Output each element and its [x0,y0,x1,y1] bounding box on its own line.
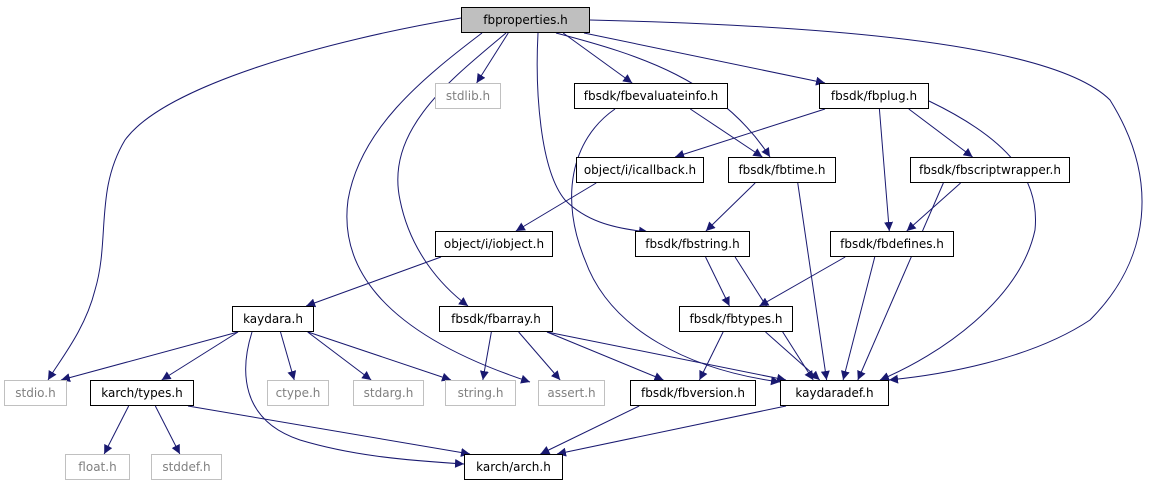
edge-kaydara-to-karchtypes [161,331,239,381]
edge-karchtypes-to-stddef [154,405,181,455]
edge-fbproperties-to-assert [346,32,531,384]
edge-fbarray-to-assert [518,331,561,381]
edge-fbplug-to-fbscriptwrapper [908,108,973,158]
edge-fbproperties-to-stdio [47,17,462,381]
edge-icallback-to-iobject [515,182,597,232]
node-fbplug[interactable]: fbsdk/fbplug.h [819,83,929,109]
edge-fbproperties-to-kaydaradef [589,19,1143,384]
edge-karchtypes-to-float [103,405,130,455]
edge-fbdefines-to-kaydaradef [841,256,876,381]
edge-fbplug-to-icallback [674,108,826,159]
edge-iobject-to-kaydara [305,256,442,308]
node-string: string.h [445,380,516,406]
node-fbversion[interactable]: fbsdk/fbversion.h [630,380,756,406]
edge-kaydara-to-stdio [60,331,239,382]
node-karcharch[interactable]: karch/arch.h [464,454,563,480]
edge-kaydara-to-stdarg [307,331,372,381]
edge-kaydara-to-karcharch [245,331,465,468]
node-ctype: ctype.h [267,380,329,406]
edge-kaydara-to-ctype [280,331,297,381]
edge-fbproperties-to-fbevaluateinfo [562,32,633,84]
edge-fbproperties-to-fbstring [536,32,649,236]
node-fbproperties[interactable]: fbproperties.h [461,7,590,33]
edge-fbproperties-to-stdlib [476,32,509,84]
node-fbstring[interactable]: fbsdk/fbstring.h [635,231,750,257]
edge-fbscriptwrapper-to-kaydaradef [857,182,944,381]
node-stdarg: stdarg.h [353,380,424,406]
edge-karchtypes-to-karcharch [187,405,471,457]
edge-fbevaluateinfo-to-fbtime [690,108,763,158]
edge-fbtime-to-kaydaradef [797,182,830,381]
edge-kaydara-to-string [307,331,452,382]
edge-fbplug-to-fbdefines [878,108,894,232]
edge-fbdefines-to-fbtypes [759,256,846,307]
node-assert: assert.h [538,380,605,406]
node-fbtime[interactable]: fbsdk/fbtime.h [728,157,836,183]
node-fbdefines[interactable]: fbsdk/fbdefines.h [830,231,954,257]
node-karchtypes[interactable]: karch/types.h [90,380,194,406]
node-stddef: stddef.h [151,454,222,480]
node-kaydara[interactable]: kaydara.h [232,306,314,332]
node-iobject[interactable]: object/i/iobject.h [435,231,553,257]
edge-fbstring-to-fbtypes [705,256,730,307]
node-kaydaradef[interactable]: kaydaradef.h [780,380,889,406]
edge-fbtypes-to-kaydaradef [765,331,821,381]
node-fbscriptwrapper[interactable]: fbsdk/fbscriptwrapper.h [910,157,1070,183]
edge-fbarray-to-kaydaradef [546,331,787,383]
edge-fbarray-to-string [479,331,492,381]
node-stdlib: stdlib.h [435,83,501,109]
edge-fbtypes-to-fbversion [699,331,724,381]
node-fbarray[interactable]: fbsdk/fbarray.h [439,306,553,332]
node-icallback[interactable]: object/i/icallback.h [576,157,704,183]
edge-fbproperties-to-fbarray [397,32,507,307]
node-float: float.h [65,454,130,480]
node-fbevaluateinfo[interactable]: fbsdk/fbevaluateinfo.h [574,83,728,109]
edge-fbtime-to-fbstring [705,182,756,232]
node-stdio: stdio.h [4,380,67,406]
edge-kaydaradef-to-karcharch [556,405,787,457]
edge-fbscriptwrapper-to-fbdefines [906,182,961,232]
edge-fbplug-to-kaydaradef [879,100,1037,381]
edge-fbproperties-to-fbplug [583,32,826,86]
node-fbtypes[interactable]: fbsdk/fbtypes.h [679,306,793,332]
edge-fbversion-to-karcharch [540,405,640,455]
edge-fbproperties-to-fbtime [555,32,771,158]
edge-fbarray-to-fbversion [546,331,664,381]
